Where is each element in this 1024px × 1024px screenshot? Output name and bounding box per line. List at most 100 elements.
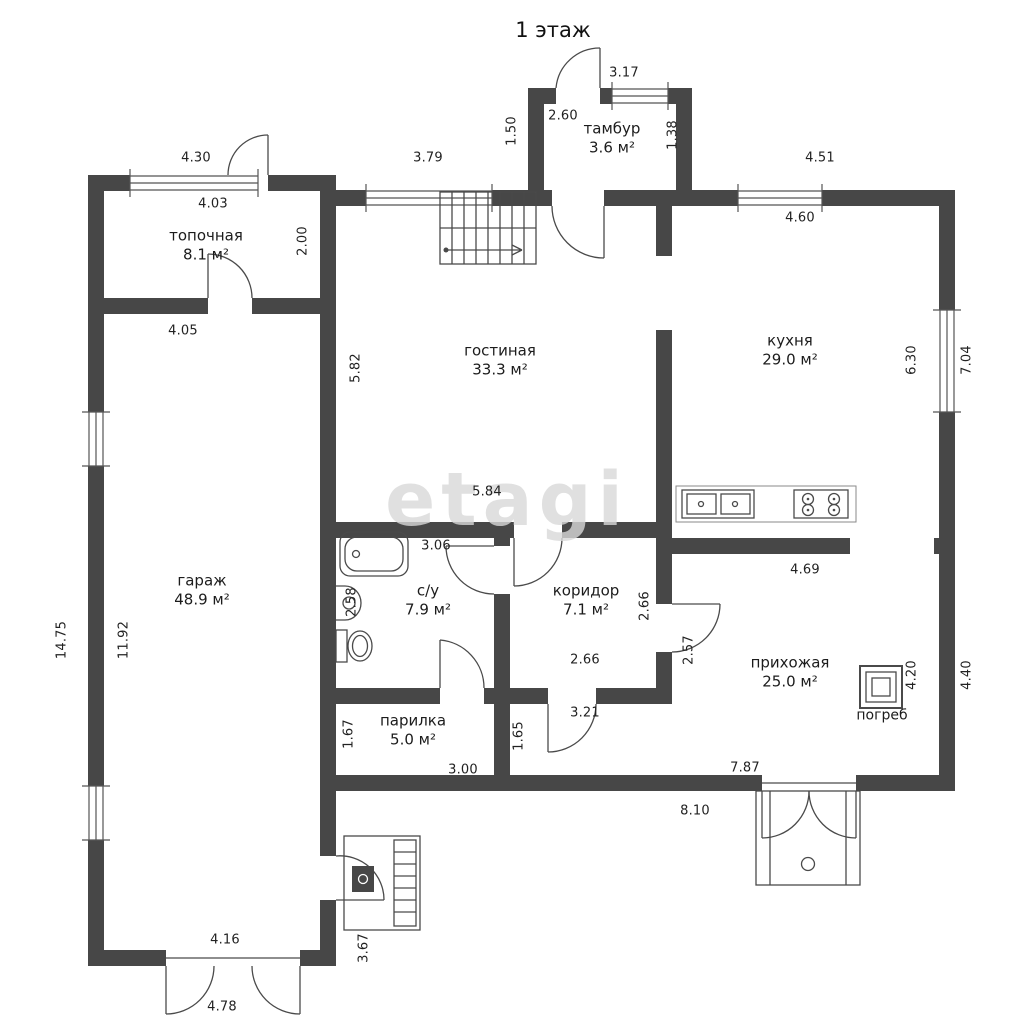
dim-266-h: 2.66 bbox=[570, 652, 600, 668]
dim-630: 6.30 bbox=[904, 345, 920, 375]
dim-787: 7.87 bbox=[730, 760, 760, 776]
door-koridor-band bbox=[547, 703, 597, 753]
room-area: 25.0 м² bbox=[762, 672, 818, 690]
dim-420: 4.20 bbox=[904, 660, 920, 690]
room-label-tambur: тамбур 3.6 м² bbox=[584, 119, 641, 157]
dim-257: 2.57 bbox=[681, 635, 697, 665]
dim-367: 3.67 bbox=[356, 933, 372, 963]
room-area: 7.9 м² bbox=[405, 600, 451, 618]
dim-403: 4.03 bbox=[198, 196, 228, 212]
window-tambur bbox=[611, 82, 669, 110]
dim-165: 1.65 bbox=[511, 721, 527, 751]
room-name: с/у bbox=[416, 581, 440, 600]
wall-house-bottom bbox=[336, 775, 955, 791]
dim-704: 7.04 bbox=[959, 345, 975, 375]
room-label-kuhnya: кухня 29.0 м² bbox=[762, 331, 818, 369]
room-name: парилка bbox=[379, 711, 447, 730]
door-topochnaya-entry bbox=[227, 134, 269, 176]
door-gostinaya-koridor bbox=[513, 537, 563, 587]
wall-tambur-left bbox=[528, 88, 544, 190]
bathtub-icon bbox=[339, 531, 409, 577]
opening-tambur-entry bbox=[556, 88, 600, 104]
door-topochnaya-garage bbox=[207, 253, 253, 299]
room-name: погреб bbox=[856, 707, 908, 724]
wall-garage-right bbox=[320, 175, 336, 966]
window-gostinaya bbox=[365, 184, 493, 212]
kitchen-sink-icon bbox=[681, 489, 755, 519]
room-name: гостиная bbox=[464, 341, 536, 360]
dim-582: 5.82 bbox=[348, 353, 364, 383]
opening-gostinaya-kitchen bbox=[656, 256, 672, 330]
room-label-pogreb: погреб bbox=[856, 707, 907, 725]
sink-icon bbox=[336, 585, 362, 621]
door-tambur-gostinaya bbox=[551, 205, 605, 259]
dim-167: 1.67 bbox=[341, 719, 357, 749]
door-main-entrance bbox=[761, 782, 857, 839]
dim-440: 4.40 bbox=[959, 660, 975, 690]
stairs-icon bbox=[439, 191, 537, 265]
room-name: прихожая bbox=[750, 653, 830, 672]
opening-tambur-gostinaya bbox=[552, 190, 604, 206]
porch bbox=[755, 790, 861, 886]
dim-416: 4.16 bbox=[210, 932, 240, 948]
opening-garage-rear bbox=[320, 856, 336, 900]
room-name: топочная bbox=[169, 226, 243, 245]
room-area: 29.0 м² bbox=[762, 350, 818, 368]
rear-structure bbox=[343, 835, 421, 931]
dim-451: 4.51 bbox=[805, 150, 835, 166]
opening-topochnaya-garage bbox=[208, 298, 252, 314]
page-title: 1 этаж bbox=[515, 18, 591, 42]
room-label-garazh: гараж 48.9 м² bbox=[174, 571, 230, 609]
wall-gostinaya-kitchen bbox=[656, 190, 672, 538]
dim-379: 3.79 bbox=[413, 150, 443, 166]
dim-258: 2.58 bbox=[344, 587, 360, 617]
room-area: 48.9 м² bbox=[174, 590, 230, 608]
room-area: 7.1 м² bbox=[563, 600, 609, 618]
room-name: тамбур bbox=[583, 119, 641, 138]
dim-260: 2.60 bbox=[548, 108, 578, 124]
opening-koridor-prihozhaya bbox=[656, 604, 672, 652]
dim-266-v: 2.66 bbox=[637, 591, 653, 621]
cellar-hatch-icon bbox=[859, 665, 903, 709]
door-tambur-entry bbox=[555, 47, 601, 89]
room-area: 33.3 м² bbox=[472, 360, 528, 378]
window-topochnaya bbox=[129, 169, 259, 197]
dim-810: 8.10 bbox=[680, 803, 710, 819]
room-label-prihozhaya: прихожая 25.0 м² bbox=[751, 653, 830, 691]
room-area: 5.0 м² bbox=[390, 730, 436, 748]
room-area: 8.1 м² bbox=[183, 245, 229, 263]
dim-1475: 14.75 bbox=[54, 620, 70, 660]
windows bbox=[82, 82, 961, 841]
dim-150: 1.50 bbox=[504, 116, 520, 146]
dim-306: 3.06 bbox=[421, 538, 451, 554]
room-label-parilka: парилка 5.0 м² bbox=[380, 711, 446, 749]
dim-138: 1.38 bbox=[665, 120, 681, 150]
wall-koridor-bottom bbox=[336, 688, 672, 704]
kitchen-counter bbox=[675, 485, 857, 523]
fixtures bbox=[335, 191, 903, 931]
door-su bbox=[445, 545, 495, 595]
opening-su-door bbox=[494, 546, 510, 594]
dim-469: 4.69 bbox=[790, 562, 820, 578]
window-kitchen-top bbox=[737, 184, 823, 212]
room-label-gostinaya: гостиная 33.3 м² bbox=[464, 341, 536, 379]
opening-koridor-band bbox=[548, 688, 596, 704]
opening-kitchen-prihozhaya bbox=[850, 538, 934, 554]
window-garage-left-lower bbox=[82, 785, 110, 841]
room-label-koridor: коридор 7.1 м² bbox=[553, 581, 620, 619]
opening-gostinaya-koridor bbox=[514, 522, 562, 538]
room-label-su: с/у 7.9 м² bbox=[405, 581, 451, 619]
watermark: etagi bbox=[385, 457, 629, 543]
window-garage-left-upper bbox=[82, 411, 110, 467]
door-parilka bbox=[439, 639, 485, 689]
stove-icon bbox=[793, 489, 849, 519]
room-area: 3.6 м² bbox=[589, 138, 635, 156]
dim-321: 3.21 bbox=[570, 705, 600, 721]
door-garage-gate bbox=[165, 957, 301, 1015]
dim-1192: 11.92 bbox=[116, 620, 132, 660]
dim-200: 2.00 bbox=[295, 226, 311, 256]
dim-430: 4.30 bbox=[181, 150, 211, 166]
wall-right-outer bbox=[939, 190, 955, 791]
dim-460: 4.60 bbox=[785, 210, 815, 226]
dim-478: 4.78 bbox=[207, 999, 237, 1015]
